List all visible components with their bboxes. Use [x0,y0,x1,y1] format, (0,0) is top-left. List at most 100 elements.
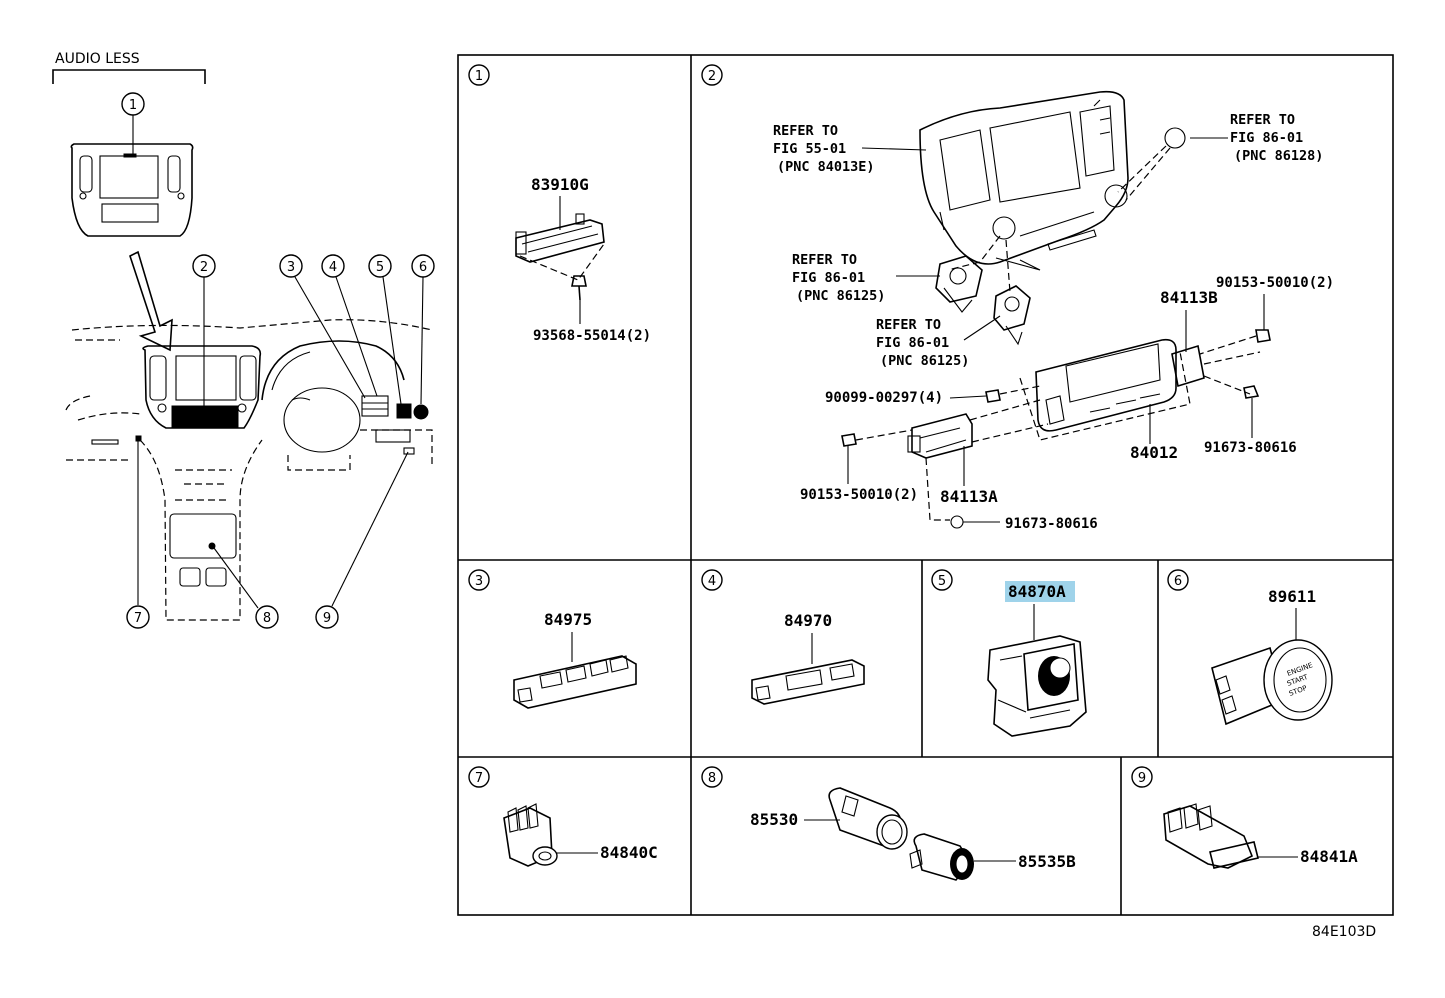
overview-callout-5[interactable]: 5 [368,254,402,405]
refer-fig-86-01-86125-b[interactable]: REFER TO FIG 86-01 (PNC 86125) [876,315,1001,369]
svg-text:(PNC 86128): (PNC 86128) [1234,148,1323,164]
panel-6[interactable]: 6 89611 ENGINE START STOP [1167,569,1333,726]
overview-callout-7[interactable]: 7 [126,440,150,629]
part-84975-label: 84975 [544,610,592,629]
panel-7[interactable]: 7 84840C [468,766,658,867]
part-85530-label: 85530 [750,810,798,829]
part-84113A-label: 84113A [940,487,998,506]
panel-2-number: 2 [708,69,716,84]
panel-4-number: 4 [708,574,716,589]
panel-4[interactable]: 4 84970 [701,569,865,705]
svg-text:9: 9 [323,611,331,626]
panel-9[interactable]: 9 84841A [1131,766,1358,869]
svg-text:FIG 55-01: FIG 55-01 [773,141,846,157]
overview-callout-6[interactable]: 6 [411,254,435,405]
overview-illustration: AUDIO LESS 1 2 3 [52,51,435,629]
panel-3[interactable]: 3 84975 [468,569,637,709]
audio-less-label: AUDIO LESS [55,51,140,67]
screw-91673-right [1243,385,1260,399]
switch-84970 [751,659,865,705]
figure-code: 84E103D [1312,924,1376,940]
panel-2[interactable]: 2 REFER TO FIG 55-01 (PNC 84013E) REFER … [701,64,1334,532]
overview-callout-8[interactable]: 8 [213,547,279,629]
screw-91673-left [950,515,964,529]
audio-less-panel [70,143,194,237]
overview-callout-9[interactable]: 9 [315,451,409,629]
part-89611-label: 89611 [1268,587,1316,606]
part-85535B-label: 85535B [1018,852,1076,871]
part-91673-label-right: 91673-80616 [1204,440,1297,456]
svg-text:(PNC 86125): (PNC 86125) [880,353,969,369]
center-display-panel [919,90,1129,271]
svg-text:4: 4 [329,260,337,275]
panel-grid [457,54,1394,916]
socket-84840C [503,803,558,867]
overview-callout-3[interactable]: 3 [279,254,366,399]
panel-5[interactable]: 5 84870A [931,569,1087,737]
svg-text:8: 8 [263,611,271,626]
svg-text:(PNC 86125): (PNC 86125) [796,288,885,304]
refer-fig-86-01-86128[interactable]: REFER TO FIG 86-01 (PNC 86128) [1190,112,1323,164]
part-93568-label: 93568-55014(2) [533,328,651,344]
part-84841A-label: 84841A [1300,847,1358,866]
bracket-84113A [907,413,973,459]
svg-text:3: 3 [287,260,295,275]
part-84113B-label: 84113B [1160,288,1218,307]
overview-callout-2[interactable]: 2 [192,254,216,406]
svg-text:REFER TO: REFER TO [876,317,941,333]
svg-text:REFER TO: REFER TO [792,252,857,268]
dashboard-outline [65,319,433,621]
knob-86125-b [993,285,1031,346]
start-stop-button-89611: ENGINE START STOP [1211,639,1333,726]
socket-84841A [1163,803,1259,869]
part-90153-label-right: 90153-50010(2) [1216,275,1334,291]
switch-84975 [513,655,637,709]
panel-8-number: 8 [708,771,716,786]
part-84012-label: 84012 [1130,443,1178,462]
overview-callout-4[interactable]: 4 [321,254,378,397]
part-90099-label: 90099-00297(4) [825,390,943,406]
svg-text:FIG 86-01: FIG 86-01 [1230,130,1303,146]
panel-6-number: 6 [1174,574,1182,589]
svg-text:FIG 86-01: FIG 86-01 [876,335,949,351]
screw-90099 [985,389,1001,403]
knob-86128 [1164,127,1186,149]
svg-text:5: 5 [376,260,384,275]
refer-fig-86-01-86125-a[interactable]: REFER TO FIG 86-01 (PNC 86125) [792,252,940,304]
svg-text:(PNC 84013E): (PNC 84013E) [777,159,875,175]
svg-text:1: 1 [129,98,137,113]
panel-3-number: 3 [475,574,483,589]
refer-fig-55-01[interactable]: REFER TO FIG 55-01 (PNC 84013E) [773,123,927,175]
svg-text:REFER TO: REFER TO [773,123,838,139]
part-84970-label: 84970 [784,611,832,630]
panel-1[interactable]: 1 83910G 93568-55014(2) [468,64,651,344]
part-84870A-highlight [1005,581,1075,602]
part-84840C-label: 84840C [600,843,658,862]
part-90153-label-left: 90153-50010(2) [800,487,918,503]
svg-text:FIG 86-01: FIG 86-01 [792,270,865,286]
controller-84870A [987,635,1087,737]
panel-9-number: 9 [1138,771,1146,786]
socket-85535B [909,833,974,881]
part-84870A-label: 84870A [1008,582,1066,601]
bracket-83910G [515,213,605,263]
screw-90153-right [1255,329,1271,343]
screw-90153-left [841,433,857,447]
part-83910G-label: 83910G [531,175,589,194]
svg-text:6: 6 [419,260,427,275]
panel-5-number: 5 [938,574,946,589]
panel-7-number: 7 [475,771,483,786]
screw-93568 [571,275,587,301]
svg-text:REFER TO: REFER TO [1230,112,1295,128]
svg-text:7: 7 [134,611,142,626]
panel-8[interactable]: 8 85530 85535B [701,766,1076,881]
socket-85530 [828,787,908,850]
part-91673-label-left: 91673-80616 [1005,516,1098,532]
overview-callout-1[interactable]: 1 [121,92,145,156]
panel-1-number: 1 [475,69,483,84]
knob-86125-a [935,255,983,313]
audio-unit-84012 [1019,338,1191,441]
svg-text:2: 2 [200,260,208,275]
